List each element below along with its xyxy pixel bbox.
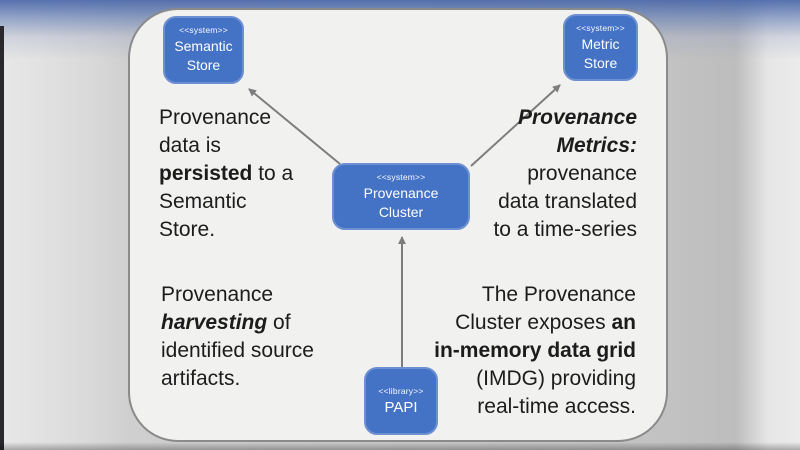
node-stereotype: <<library>> [378, 385, 424, 396]
text-line: Cluster exposes an [455, 311, 636, 334]
text-line: Store. [159, 218, 216, 241]
text-line: real-time access. [477, 395, 636, 418]
node-metric-store: <<system>> Metric Store [563, 14, 638, 81]
annotation-persisted-semantic-store: Provenance data is persisted to a Semant… [159, 104, 293, 244]
text-line: Metrics: [556, 134, 637, 157]
annotation-harvesting: Provenance harvesting of identified sour… [161, 281, 314, 393]
backdrop-left-strip [0, 26, 4, 450]
text-line: artifacts. [161, 367, 241, 390]
node-semantic-store: <<system>> Semantic Store [163, 16, 244, 84]
text-line: Provenance [159, 106, 272, 129]
text-line: data is [159, 134, 221, 157]
node-stereotype: <<system>> [179, 25, 228, 35]
node-name: PAPI [384, 398, 418, 416]
text-line: The Provenance [481, 283, 636, 306]
text-line: Provenance [517, 106, 637, 129]
node-name: Metric Store [581, 35, 620, 71]
text-line: Provenance [161, 283, 274, 306]
text-line: identified source [161, 339, 314, 362]
text-line: (IMDG) providing [476, 367, 636, 390]
node-name: Provenance Cluster [363, 184, 439, 220]
backdrop-bottom-shade [0, 442, 800, 450]
node-name: Semantic Store [174, 38, 233, 73]
text-line: harvesting of [161, 311, 291, 334]
text-line: in-memory data grid [434, 339, 636, 362]
node-provenance-cluster: <<system>> Provenance Cluster [332, 163, 470, 230]
text-line: to a time-series [493, 218, 637, 241]
node-stereotype: <<system>> [576, 22, 625, 33]
annotation-provenance-metrics: Provenance Metrics: provenance data tran… [493, 104, 637, 244]
text-line: persisted to a [159, 162, 294, 185]
node-stereotype: <<system>> [376, 171, 426, 182]
text-line: data translated [498, 190, 637, 213]
text-line: Semantic [159, 190, 247, 213]
text-line: provenance [527, 162, 637, 185]
node-papi: <<library>> PAPI [364, 367, 438, 435]
annotation-imdg: The Provenance Cluster exposes an in-mem… [434, 281, 636, 421]
